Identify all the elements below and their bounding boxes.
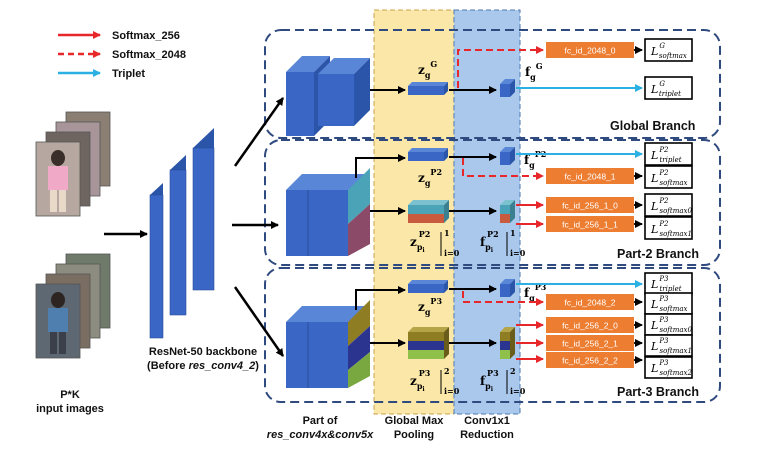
zg-p2-feature [408,148,448,161]
fc-p2-256-1: fc_id_256_1_1 [546,216,634,232]
global-resnet-block [286,56,370,136]
zp2-feature [408,200,449,223]
zp2-range-top: 1 [444,228,450,238]
zg-p3-feature [408,280,448,293]
fp2-range-top: 1 [510,228,516,238]
fp3-feature [500,327,515,359]
svg-text:fc_id_256_2_1: fc_id_256_2_1 [562,339,618,349]
fc-p3-2048: fc_id_2048_2 [546,294,634,310]
fg-p3-label: fgP3 [524,282,547,303]
part2-resnet-block [286,168,370,256]
global-branch-label: Global Branch [610,119,695,133]
zg-p2-label: zgP2 [418,167,442,188]
fg-p3-feature [500,279,515,297]
zg-p3-label: zgP3 [418,296,442,317]
zp2-label: zpiP2 [410,229,430,254]
fg-feature [500,79,515,97]
input-label-line2: input images [36,403,104,415]
zg-feature [408,82,448,95]
fp3-range-bot: i=0 [510,386,526,396]
col-gmp-line2: Pooling [394,429,434,441]
fp2-feature [500,200,515,223]
zp3-range-top: 2 [444,366,450,376]
backbone-label-line2: (Before res_conv4_2) [147,360,259,372]
fp2-range-bot: i=0 [510,248,526,258]
legend: Softmax_256 Softmax_2048 Triplet [58,30,186,80]
svg-text:fc_id_256_1_0: fc_id_256_1_0 [562,201,618,211]
part2-branch-box [264,139,721,266]
input-label-line1: P*K [60,389,80,401]
col-part-line1: Part of [303,415,338,427]
fg-p2-label: fgP2 [524,149,546,170]
col-gmp-line1: Global Max [385,415,445,427]
col-conv-line2: Reduction [460,429,514,441]
input-images-top [35,111,111,217]
fp3-label: fpiP3 [480,368,499,393]
fg-p2-feature [500,147,515,165]
fc-p2-2048: fc_id_2048_1 [546,168,634,184]
svg-text:fc_id_256_2_2: fc_id_256_2_2 [562,356,618,366]
svg-text:fc_id_256_2_0: fc_id_256_2_0 [562,321,618,331]
global-branch-box [264,29,721,139]
svg-text:fc_id_2048_2: fc_id_2048_2 [564,298,615,308]
fc-g-2048: fc_id_2048_0 [546,42,634,58]
svg-text:fc_id_2048_1: fc_id_2048_1 [564,172,615,182]
part3-branch-box [264,267,721,403]
svg-text:fc_id_2048_0: fc_id_2048_0 [564,46,615,56]
zp2-range-bot: i=0 [444,248,460,258]
legend-softmax2048-label: Softmax_2048 [112,49,186,61]
fc-p2-256-0: fc_id_256_1_0 [546,197,634,213]
fp2-label: fpiP2 [480,229,499,254]
fc-p3-256-0: fc_id_256_2_0 [546,317,634,333]
svg-text:fc_id_256_1_1: fc_id_256_1_1 [562,220,618,230]
fc-p3-256-2: fc_id_256_2_2 [546,352,634,368]
arrow-backbone-to-global [233,97,285,167]
arrow-g-softmax2048 [457,46,544,88]
arrow-p3-softmax2048 [462,291,544,306]
part2-branch-label: Part-2 Branch [617,247,699,261]
fg-label: fgG [525,61,543,82]
arrow-p2-softmax2048 [462,158,544,180]
part3-branch-label: Part-3 Branch [617,385,699,399]
fp3-range-top: 2 [510,366,516,376]
legend-triplet-label: Triplet [112,68,145,80]
part3-resnet-block [286,300,370,388]
zp3-feature [408,327,449,359]
col-part-line2: res_conv4x&conv5x [267,429,374,441]
zp3-label: zpiP3 [410,368,431,393]
zg-label: zgG [418,59,437,80]
col-conv-line1: Conv1x1 [464,415,510,427]
legend-softmax256-label: Softmax_256 [112,30,180,42]
backbone-label-line1: ResNet-50 backbone [149,346,257,358]
arrow-backbone-to-part3 [233,286,285,357]
zp3-range-bot: i=0 [444,386,460,396]
resnet-backbone [149,128,215,339]
input-images-bottom [35,253,111,359]
fc-p3-256-1: fc_id_256_2_1 [546,335,634,351]
